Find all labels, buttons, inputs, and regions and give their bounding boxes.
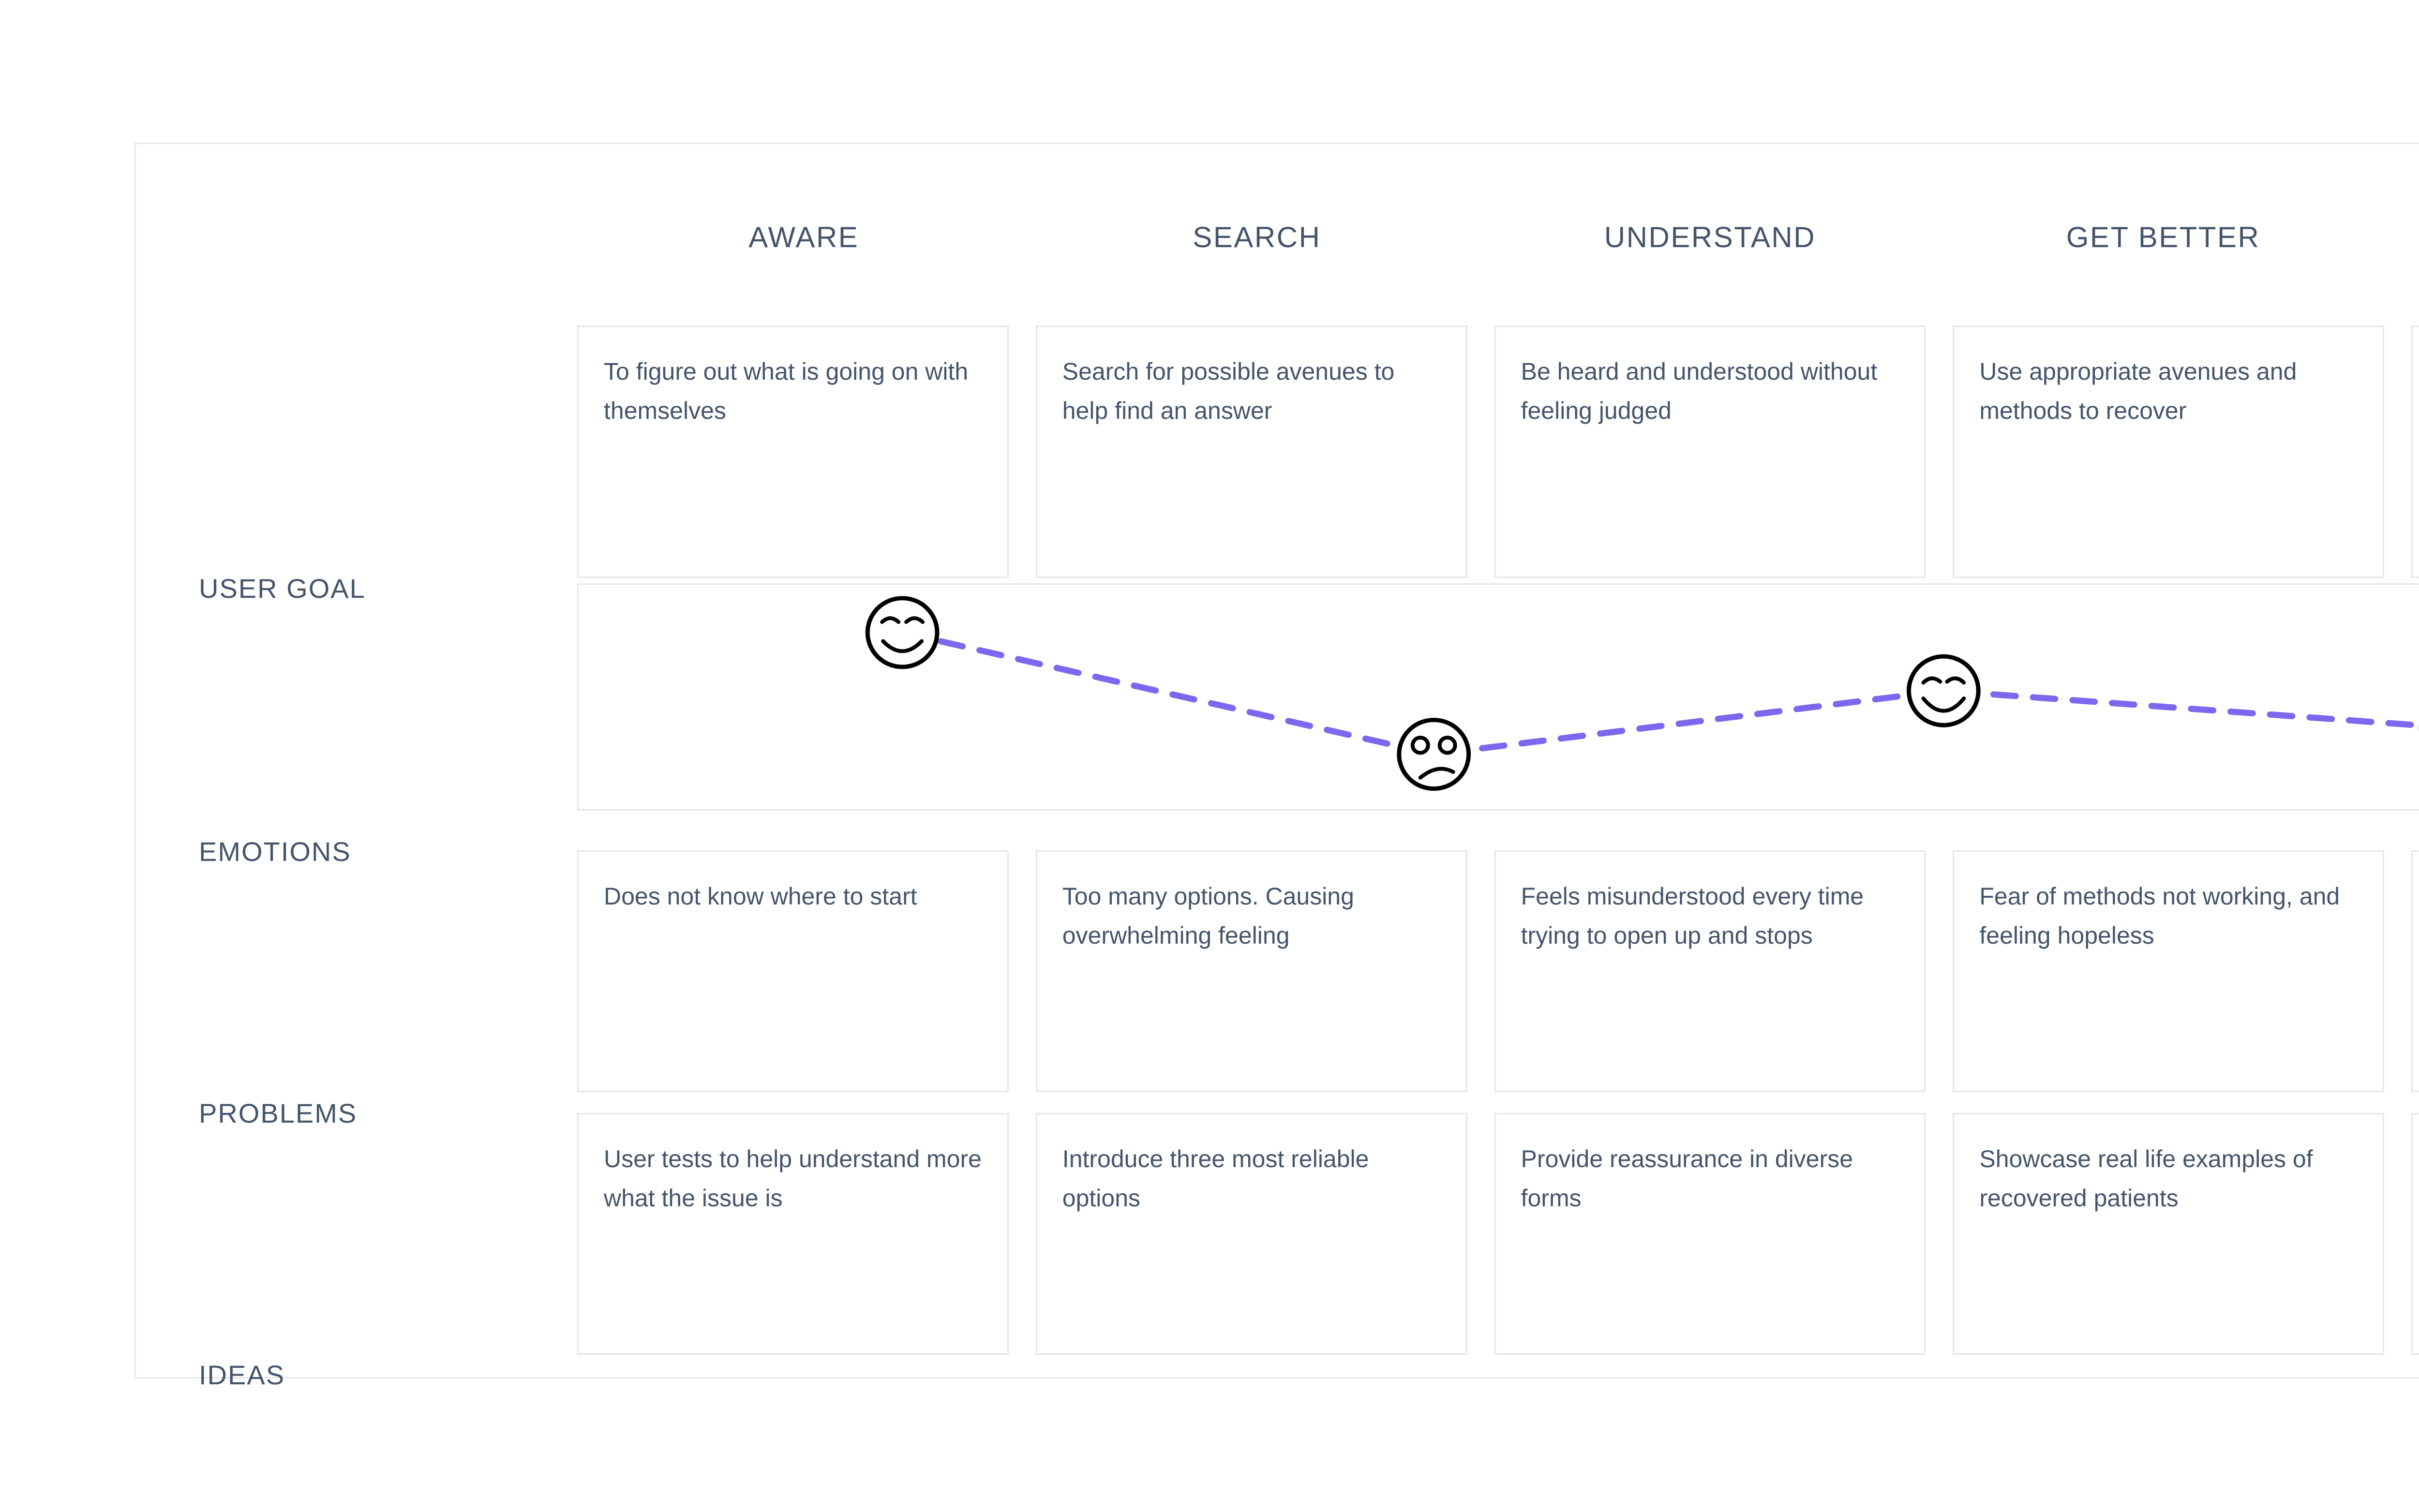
user-goal-row: To figure out what is going on with them… [577, 326, 2419, 578]
user-goal-card-aware[interactable]: To figure out what is going on with them… [577, 326, 1009, 578]
sad-face-icon [1397, 717, 1471, 791]
ideas-card-get-better[interactable]: Showcase real life examples of recovered… [1953, 1113, 2385, 1355]
row-label-ideas: IDEAS [199, 1360, 285, 1390]
ideas-row: User tests to help understand more what … [577, 1113, 2419, 1355]
problems-card-understand[interactable]: Feels misunderstood every time trying to… [1494, 850, 1926, 1092]
problems-card-no-relapse[interactable]: Heard of many cases of relapse and is do… [2411, 850, 2419, 1092]
stage-header-search: SEARCH [1193, 221, 1321, 253]
stage-header-no-relapse: NO RELAPSE [2389, 208, 2419, 267]
user-goal-card-understand[interactable]: Be heard and understood without feeling … [1494, 326, 1926, 578]
user-goal-card-search[interactable]: Search for possible avenues to help find… [1035, 326, 1467, 578]
user-goal-card-no-relapse[interactable]: Get better and not have a major relapse.… [2411, 326, 2419, 578]
emotion-marker-understand[interactable] [1906, 654, 1981, 727]
emotions-panel [577, 583, 2419, 811]
problems-row: Does not know where to start Too many op… [577, 850, 2419, 1092]
emotion-trend-line [899, 629, 2419, 757]
ideas-card-understand[interactable]: Provide reassurance in diverse forms [1494, 1113, 1926, 1355]
row-label-user-goal: USER GOAL [199, 573, 366, 604]
ideas-card-aware[interactable]: User tests to help understand more what … [577, 1113, 1009, 1355]
journey-map-frame: AWARE SEARCH UNDERSTAND GET BETTER NO RE… [134, 143, 2419, 1390]
content-face-icon [865, 596, 940, 669]
row-label-problems: PROBLEMS [199, 1098, 358, 1128]
row-label-emotions: EMOTIONS [199, 836, 351, 867]
problems-card-get-better[interactable]: Fear of methods not working, and feeling… [1953, 850, 2385, 1092]
stage-header-get-better: GET BETTER [2066, 221, 2260, 253]
user-goal-card-get-better[interactable]: Use appropriate avenues and methods to r… [1953, 326, 2385, 578]
problems-card-search[interactable]: Too many options. Causing overwhelming f… [1035, 850, 1467, 1092]
happy-face-icon [1906, 654, 1981, 727]
stage-header-understand: UNDERSTAND [1604, 221, 1816, 253]
emotion-marker-aware[interactable] [865, 596, 940, 669]
problems-card-aware[interactable]: Does not know where to start [577, 850, 1009, 1092]
stage-header-row: AWARE SEARCH UNDERSTAND GET BETTER NO RE… [577, 208, 2419, 267]
emotion-curve-chart [865, 596, 2419, 791]
ideas-card-search[interactable]: Introduce three most reliable options [1035, 1113, 1467, 1355]
emotion-marker-search[interactable] [1397, 717, 1471, 791]
ideas-card-no-relapse[interactable]: Introduce enhanced and target transition… [2411, 1113, 2419, 1355]
stage-header-aware: AWARE [748, 221, 859, 253]
